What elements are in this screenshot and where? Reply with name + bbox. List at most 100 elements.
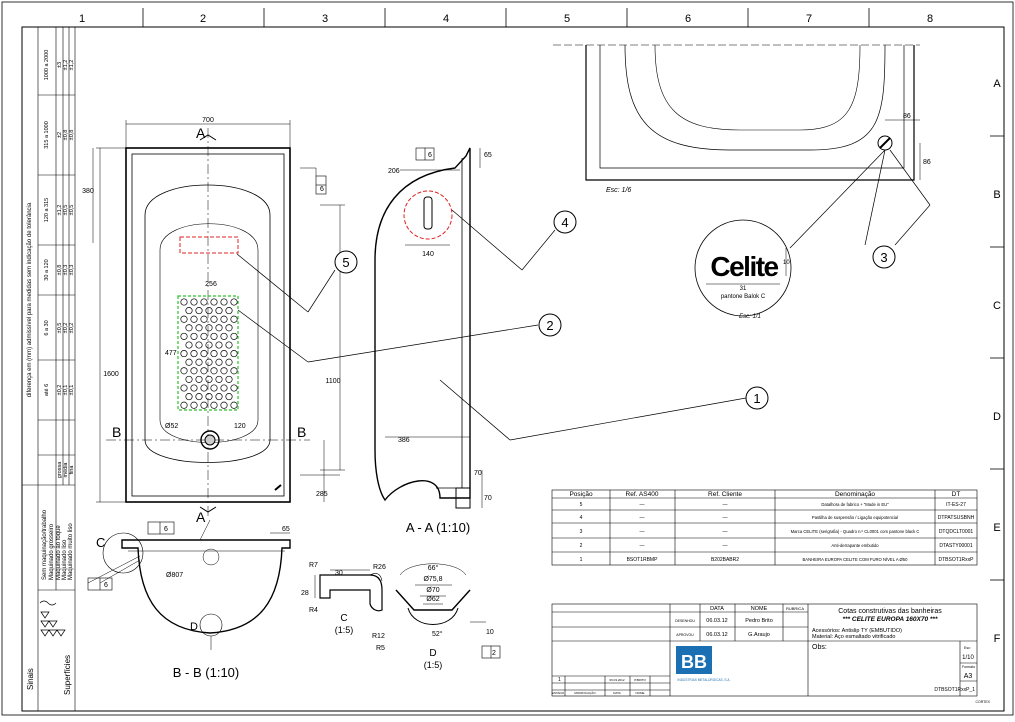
grid-row-C: C <box>993 300 1001 312</box>
tb-acessorios: Acessórios: Antislip TY (EMBUTIDO) <box>812 628 902 634</box>
grid-ticks <box>142 8 1004 581</box>
mat-dot <box>220 384 228 392</box>
top-right-labels: Esc: 1/6 86 86 <box>606 113 931 194</box>
tb-corner: CORTEX <box>975 700 990 704</box>
grid-col-7: 7 <box>806 13 812 25</box>
tb-f-modif: MODIFICAÇÃO <box>574 690 596 695</box>
mat-dot <box>220 315 228 323</box>
mat-dot <box>195 341 203 349</box>
grid-row-D: D <box>993 411 1001 423</box>
tol-header-2: 6 a 30 <box>44 320 50 335</box>
mat-dot <box>210 367 218 375</box>
tb-h-nome: NOME <box>751 606 768 612</box>
dim-86-b: 86 <box>923 159 931 166</box>
tol-value: ±0,1 <box>63 385 69 396</box>
balloon-4: 4 <box>561 215 568 230</box>
detail-d-title: D <box>429 648 436 659</box>
parts-cell: — <box>723 529 728 535</box>
mat-dot <box>230 332 238 340</box>
dim-r12: R12 <box>372 633 385 640</box>
section-letter-B-right: B <box>297 424 306 440</box>
plan-view <box>92 120 345 518</box>
mat-dot <box>230 384 238 392</box>
detail-c-letter: C <box>96 535 105 550</box>
dim-140: 140 <box>422 251 434 258</box>
logo-pantone: pantone Balok C <box>721 294 766 300</box>
dim-10: 10 <box>486 629 494 636</box>
legend-line-3: Maquinado ao toque <box>56 525 62 580</box>
legend-line-1: Sem maquinação/trabalho <box>42 509 48 580</box>
mat-dot <box>195 307 203 315</box>
mat-dot <box>225 324 233 332</box>
mat-dot <box>220 367 228 375</box>
parts-cell: 2 <box>580 543 583 549</box>
tb-material: Material: Aço esmaltado vitrificado <box>812 634 895 640</box>
tb-r-aprovou: APROVOU <box>676 633 694 637</box>
section-letter-A-top: A <box>196 125 206 141</box>
mat-dot <box>190 298 198 306</box>
mat-dot <box>220 401 228 409</box>
detail-c-profile <box>319 574 383 612</box>
grid-col-8: 8 <box>927 13 933 25</box>
section-aa-view <box>374 147 483 509</box>
mat-dot <box>195 393 203 401</box>
top-right-view <box>553 44 921 181</box>
tol-value: ±1,2 <box>63 60 69 71</box>
balloon-5: 5 <box>342 255 349 270</box>
tolerance-note: diferença em (mm) admissível para medida… <box>27 202 33 397</box>
logo-scale: Esc: 1/1 <box>739 314 761 320</box>
detail-d-labels: 66° Ø75,8 Ø70 Ø62 R12 R5 52° 10 2 D (1:5… <box>372 564 496 670</box>
celite-wordmark: Celite <box>710 251 778 282</box>
mat-dot <box>185 375 193 383</box>
dim-28: 28 <box>301 590 309 597</box>
left-strip <box>22 27 76 711</box>
balloon-1: 1 <box>753 391 760 406</box>
mat-dot <box>185 358 193 366</box>
parts-cell: IT-ES-27 <box>946 502 966 508</box>
dim-380: 380 <box>82 188 94 195</box>
mat-dot <box>215 307 223 315</box>
bb-logo-block <box>676 646 712 674</box>
title-block <box>551 603 978 697</box>
detail-c-view <box>314 569 383 612</box>
dim-30: 30 <box>335 570 343 577</box>
dim-r26: R26 <box>373 564 386 571</box>
drain-hole <box>200 430 220 450</box>
section-aa-labels: A - A (1:10) 206 65 140 386 70 70 6 <box>388 152 492 535</box>
parts-cell: Datalhora de fabrico + "Made in EU" <box>821 502 889 507</box>
parts-cell: DTPATSUSBNH <box>938 515 975 521</box>
detail-c-marker <box>102 532 144 574</box>
mat-dot <box>190 401 198 409</box>
section-bb-labels: B - B (1:10) Ø807 65 6 6 C D <box>96 526 290 680</box>
tb-date-2: 06.03.12 <box>706 632 727 638</box>
flatness-aa: 6 <box>428 152 432 159</box>
dim-70-b: 70 <box>484 495 492 502</box>
parts-cell: 1 <box>580 557 583 563</box>
inner-frame <box>21 26 1005 712</box>
mat-dot <box>210 332 218 340</box>
dim-length: 1600 <box>103 371 119 378</box>
mat-dot <box>230 367 238 375</box>
grid-row-labels: A B C D E F <box>993 78 1001 645</box>
dim-386: 386 <box>398 437 410 444</box>
grid-row-B: B <box>993 189 1000 201</box>
tub-bottom-outline <box>159 223 259 443</box>
mat-dot <box>210 401 218 409</box>
section-letter-B-left: B <box>112 424 121 440</box>
detail-d-scale: (1:5) <box>424 660 443 670</box>
balloon-2: 2 <box>546 318 553 333</box>
mat-dot <box>230 315 238 323</box>
tol-value: ±3 <box>57 62 63 68</box>
balloon-3: 3 <box>880 250 887 265</box>
mat-dot <box>225 375 233 383</box>
mat-dot <box>190 350 198 358</box>
mat-dot <box>220 298 228 306</box>
dim-mat-height: 477 <box>165 350 177 357</box>
tb-rev-no: 1 <box>558 677 561 683</box>
parts-header-denominacao: Denominação <box>835 491 875 498</box>
tb-h-rubrica: RUBRICA <box>786 606 804 611</box>
tol-value: ±0,3 <box>63 265 69 276</box>
tol-value: ±0,5 <box>63 205 69 216</box>
tb-f-estado: ESTADO <box>552 691 565 695</box>
